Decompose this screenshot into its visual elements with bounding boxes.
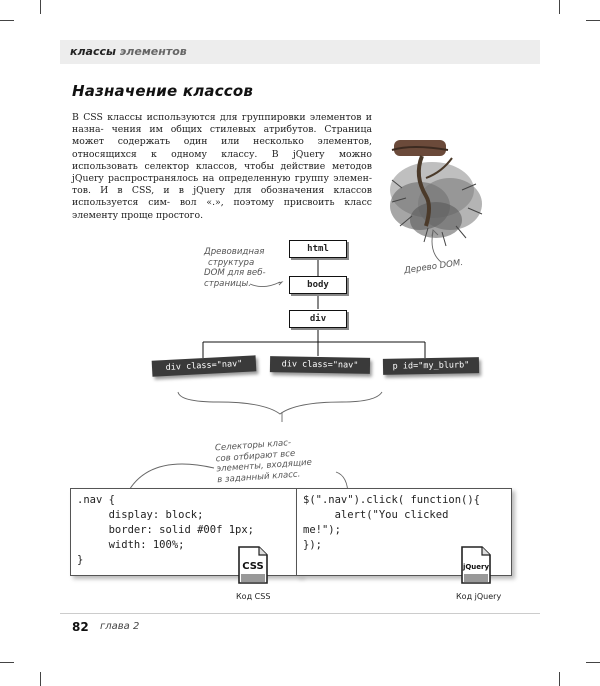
jquery-icon-label: jQuery <box>462 563 490 571</box>
page-number: 82 <box>72 620 89 634</box>
node-nav-div-2: div class="nav" <box>270 356 370 374</box>
node-blurb-p: p id="my_blurb" <box>383 357 479 375</box>
code-line: alert("You clicked <box>303 508 505 523</box>
code-line: me!"); <box>303 523 505 538</box>
css-caption: Код CSS <box>236 592 270 601</box>
code-line: $(".nav").click( function(){ <box>303 493 505 508</box>
node-div: div <box>289 310 347 328</box>
footer-separator <box>60 613 540 614</box>
class-selector-note: Селекторы клас- сов отбирают все элемент… <box>215 437 313 486</box>
node-html: html <box>289 240 347 258</box>
css-file-icon: CSS <box>236 544 270 586</box>
code-line: display: block; <box>77 508 295 523</box>
code-line: .nav { <box>77 493 295 508</box>
jquery-file-icon: jQuery <box>459 544 493 586</box>
css-icon-label: CSS <box>242 561 263 572</box>
chapter-label: глава 2 <box>100 621 139 632</box>
jquery-caption: Код jQuery <box>456 592 501 601</box>
node-body: body <box>289 276 347 294</box>
code-line: border: solid #00f 1px; <box>77 523 295 538</box>
